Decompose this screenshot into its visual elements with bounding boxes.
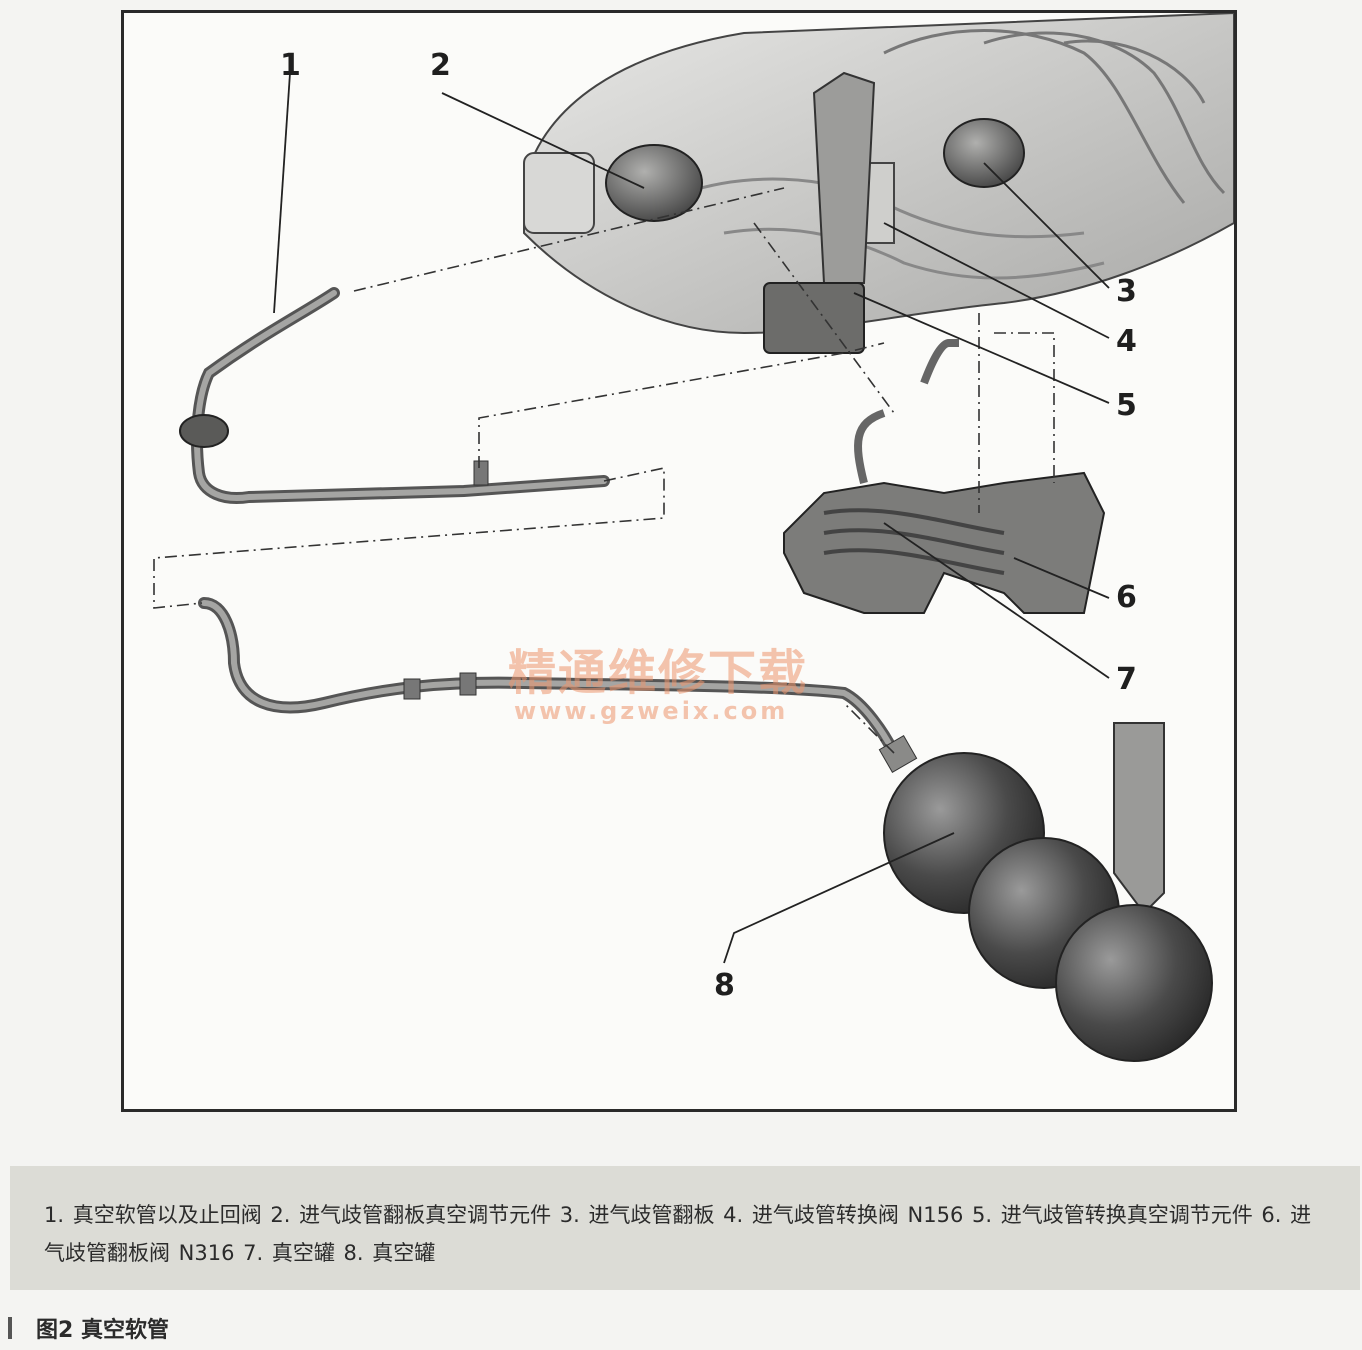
figure-title: 图2 真空软管 bbox=[8, 1312, 169, 1344]
hose-routing-lines bbox=[153, 187, 1055, 754]
callout-2: 2 bbox=[430, 48, 451, 83]
watermark-text: 精通维修下载 bbox=[508, 645, 809, 701]
diagram-frame: 1 2 3 4 5 6 7 8 精通维修下载 www.gzweix.com bbox=[121, 10, 1237, 1112]
vacuum-hose-with-check-valve bbox=[179, 287, 610, 504]
callout-8: 8 bbox=[714, 968, 735, 1003]
callout-4: 4 bbox=[1116, 324, 1137, 359]
callout-7: 7 bbox=[1116, 662, 1137, 697]
watermark-url: www.gzweix.com bbox=[514, 697, 789, 725]
lower-vacuum-hose bbox=[198, 597, 900, 759]
vacuum-tank bbox=[878, 722, 1213, 1062]
caption-text: 1. 真空软管以及止回阀 2. 进气歧管翻板真空调节元件 3. 进气歧管翻板 4… bbox=[44, 1203, 1312, 1265]
callout-1: 1 bbox=[280, 48, 301, 83]
exploded-view-illustration bbox=[153, 13, 1234, 1062]
caption-box: 1. 真空软管以及止回阀 2. 进气歧管翻板真空调节元件 3. 进气歧管翻板 4… bbox=[10, 1166, 1360, 1290]
callout-6: 6 bbox=[1116, 580, 1137, 615]
intake-manifold-flap-valve-body bbox=[783, 409, 1106, 614]
callout-5: 5 bbox=[1116, 388, 1137, 423]
figure-title-text: 图2 真空软管 bbox=[36, 1318, 169, 1343]
leader-lines bbox=[273, 72, 1110, 964]
title-marker bbox=[8, 1317, 12, 1339]
intake-manifold bbox=[523, 13, 1234, 385]
callout-3: 3 bbox=[1116, 274, 1137, 309]
